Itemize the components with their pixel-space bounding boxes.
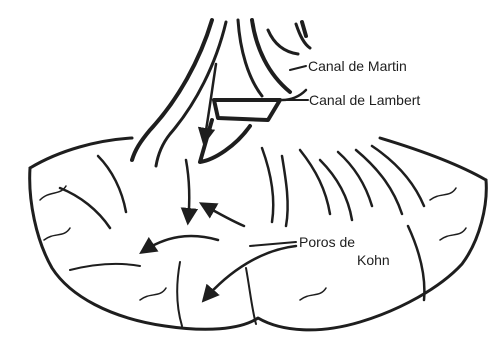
septum-4: [356, 146, 424, 214]
acinus-outline-left-top: [30, 138, 132, 168]
septum-1: [262, 148, 288, 226]
septum-2: [300, 150, 330, 214]
septum-left-3: [70, 264, 140, 270]
septum-5: [408, 226, 424, 300]
bronchiole-wall-right-inner: [238, 20, 262, 96]
label-canal-lambert: Canal de Lambert: [309, 92, 420, 108]
pointer-martin: [290, 66, 306, 70]
septum-left-1: [60, 188, 110, 228]
label-canal-martin: Canal de Martin: [308, 58, 407, 74]
septum-left-2: [98, 156, 126, 212]
label-kohn: Kohn: [357, 252, 390, 268]
lambert-channel: [282, 90, 306, 100]
canal-martin-stub: [302, 22, 306, 36]
arrow-duct-down: [186, 160, 189, 222]
septum-center: [177, 262, 256, 326]
acinus-outline-right-top: [380, 138, 486, 180]
bronchiole-wall-right-outer: [252, 20, 290, 92]
alveolar-bumps: [40, 186, 466, 300]
bronchiole-wall-left-inner: [156, 22, 226, 166]
pointer-poros: [250, 242, 296, 246]
canal-lambert-duct: [214, 100, 280, 120]
septum-3: [320, 152, 372, 220]
label-poros-de: Poros de: [299, 234, 355, 250]
arrow-pore-left: [142, 236, 218, 252]
arrow-duct-to-pore: [202, 204, 244, 226]
